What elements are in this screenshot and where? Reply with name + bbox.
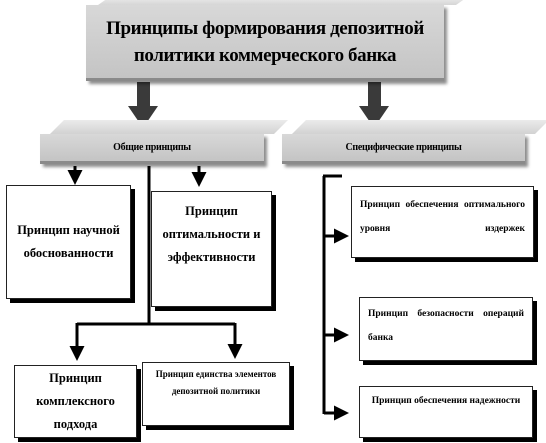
- principle-box-scientific: Принцип научной обоснованности: [6, 185, 131, 299]
- big-arrow-left: [128, 82, 158, 128]
- specific-principles-label: Специфические принципы: [345, 141, 462, 153]
- big-arrow-right: [359, 82, 389, 128]
- principle-reliability-text: Принцип обеспечения надежности: [371, 396, 521, 406]
- principle-safety-text: Принцип безопасности операций банка: [368, 309, 524, 343]
- general-principles-label: Общие принципы: [113, 141, 191, 153]
- principle-complex-text: Принцип комплексного подхода: [36, 371, 115, 431]
- principle-box-safety: Принцип безопасности операций банка: [359, 297, 533, 361]
- principle-scientific-text: Принцип научной обоснованности: [17, 223, 120, 260]
- principle-box-optimality: Принцип оптимальности и эффективности: [151, 191, 272, 307]
- diagram-title: Принципы формирования депозитной политик…: [86, 5, 444, 81]
- principle-box-reliability: Принцип обеспечения надежности: [359, 386, 533, 438]
- principle-box-unity: Принцип единства элементов депозитной по…: [142, 362, 290, 426]
- specific-principles-panel: Специфические принципы: [282, 134, 525, 164]
- principle-box-costs: Принцип обеспечения оптимального уровня …: [351, 186, 534, 258]
- principle-costs-text: Принцип обеспечения оптимального уровня …: [360, 200, 525, 234]
- principle-unity-text: Принцип единства элементов депозитной по…: [155, 369, 277, 396]
- diagram-title-text: Принципы формирования депозитной политик…: [106, 17, 424, 66]
- general-principles-panel: Общие принципы: [40, 134, 264, 164]
- principle-optimality-text: Принцип оптимальности и эффективности: [162, 204, 261, 264]
- principle-box-complex: Принцип комплексного подхода: [14, 365, 137, 438]
